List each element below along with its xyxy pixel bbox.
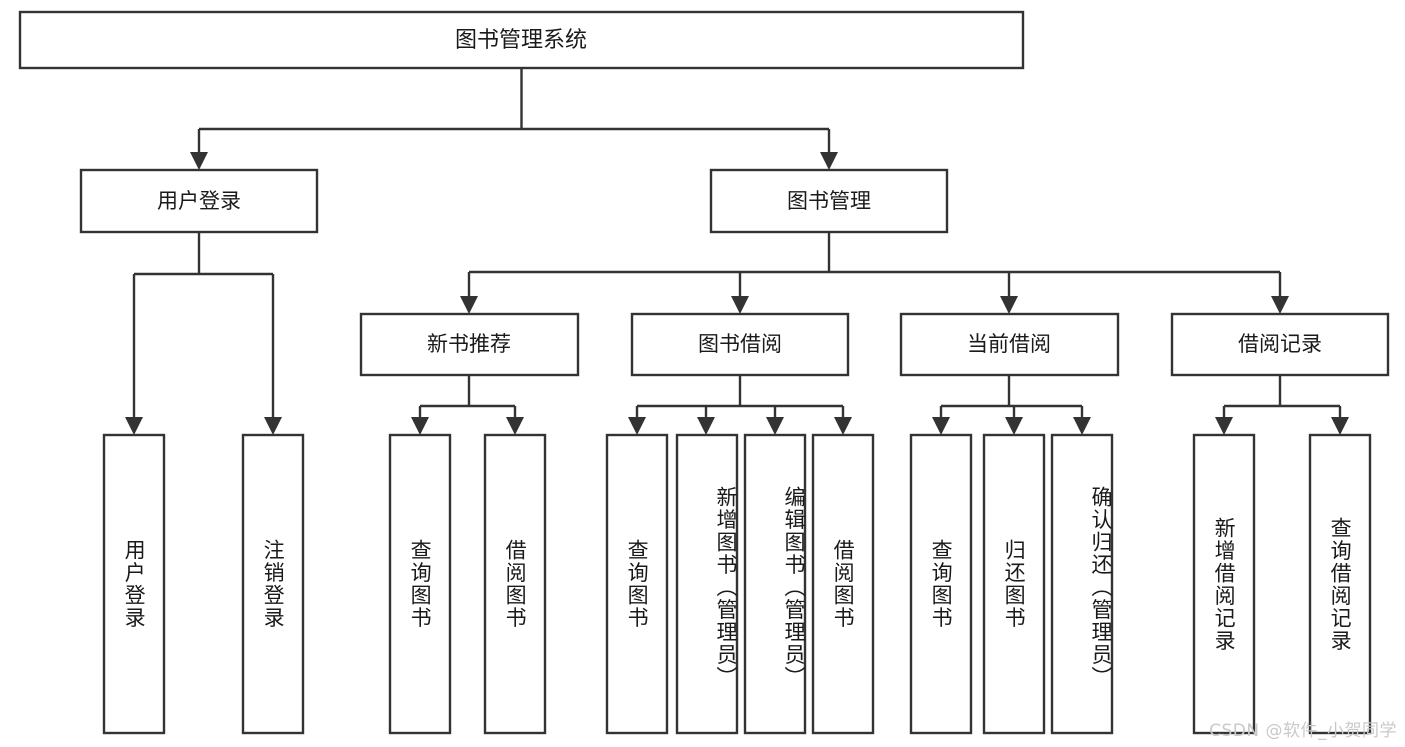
arrowhead-leaf-add-borrow-record (1215, 417, 1233, 435)
arrowhead-user-login (190, 152, 208, 170)
node-new-book-recommend-label: 新书推荐 (427, 332, 511, 356)
node-leaf-user-logout-box[interactable] (241, 433, 305, 735)
node-leaf-add-book-admin-box[interactable] (675, 433, 739, 735)
node-leaf-query-borrow-record-box[interactable] (1308, 433, 1372, 735)
arrowhead-leaf-user-logout (264, 417, 282, 435)
node-book-manage-box[interactable] (709, 168, 949, 234)
arrowhead-current-borrow (1000, 296, 1018, 314)
arrowhead-leaf-add-book-admin (697, 417, 715, 435)
node-root-label: 图书管理系统 (455, 28, 587, 53)
node-root-box[interactable] (18, 10, 1025, 70)
arrowhead-leaf-edit-book-admin (766, 417, 784, 435)
arrowhead-leaf-user-login (125, 417, 143, 435)
arrowhead-book-manage (820, 152, 838, 170)
node-borrow-record-label: 借阅记录 (1238, 332, 1322, 356)
arrowhead-borrow-record (1271, 296, 1289, 314)
arrowhead-leaf-borrow-book-recommend (506, 417, 524, 435)
node-current-borrow-label: 当前借阅 (967, 332, 1051, 356)
node-leaf-return-book-box[interactable] (982, 433, 1046, 735)
arrowhead-leaf-query-book-current (932, 417, 950, 435)
arrowhead-leaf-confirm-return-admin (1073, 417, 1091, 435)
arrowhead-leaf-borrow-book (834, 417, 852, 435)
node-leaf-query-book-current-box[interactable] (909, 433, 973, 735)
arrowhead-leaf-query-book-borrow (628, 417, 646, 435)
node-current-borrow-box[interactable] (899, 312, 1120, 377)
node-leaf-add-borrow-record-box[interactable] (1192, 433, 1256, 735)
node-leaf-edit-book-admin-box[interactable] (743, 433, 807, 735)
watermark-text: CSDN @软件_小贺同学 (1209, 721, 1397, 741)
node-leaf-user-login-box[interactable] (102, 433, 166, 735)
arrowhead-leaf-return-book (1005, 417, 1023, 435)
arrowhead-leaf-query-book-recommend (411, 417, 429, 435)
node-user-login-box[interactable] (79, 168, 319, 234)
node-new-book-recommend-box[interactable] (359, 312, 580, 377)
node-leaf-borrow-book-recommend-box[interactable] (483, 433, 547, 735)
node-user-login-label: 用户登录 (157, 189, 241, 213)
arrowhead-book-borrow (731, 296, 749, 314)
arrowhead-new-book-recommend (460, 296, 478, 314)
connectors-layer (125, 68, 1349, 435)
node-leaf-query-book-recommend-box[interactable] (388, 433, 452, 735)
node-leaf-confirm-return-admin-box[interactable] (1050, 433, 1114, 735)
arrowhead-leaf-query-borrow-record (1331, 417, 1349, 435)
nodes-layer: 图书管理系统 用户登录 图书管理 新书推荐 图书借阅 当前借阅 借阅记录 (18, 10, 1390, 735)
node-book-borrow-box[interactable] (630, 312, 850, 377)
node-leaf-borrow-book-box[interactable] (811, 433, 875, 735)
node-book-borrow-label: 图书借阅 (698, 332, 782, 356)
node-leaf-query-book-borrow-box[interactable] (605, 433, 669, 735)
node-borrow-record-box[interactable] (1170, 312, 1390, 377)
node-book-manage-label: 图书管理 (787, 189, 871, 213)
